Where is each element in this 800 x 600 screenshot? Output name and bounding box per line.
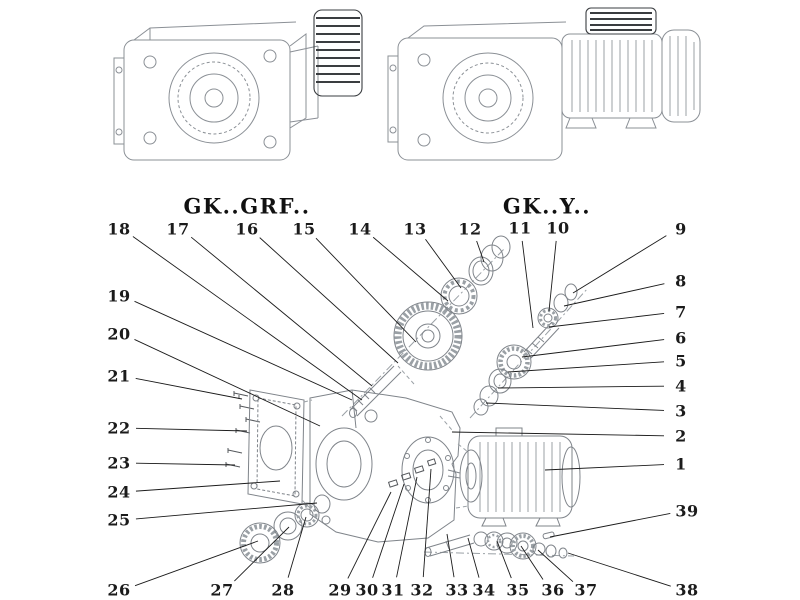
input-shaft (349, 365, 402, 418)
leader-line-39 (549, 512, 671, 538)
leader-line-32 (422, 468, 432, 578)
leader-line-31 (396, 476, 418, 578)
leader-line-18 (132, 236, 363, 401)
leader-line-7 (548, 313, 665, 328)
cover-bearing-stack (239, 494, 331, 564)
leader-line-15 (315, 237, 417, 343)
leader-line-17 (190, 236, 373, 387)
leader-line-12 (476, 240, 485, 263)
leader-line-3 (485, 402, 665, 411)
leader-line-4 (497, 385, 665, 389)
model-label-grf: GK..GRF.. (183, 193, 311, 219)
leader-line-37 (537, 549, 574, 583)
input-bearing-stack (440, 235, 511, 315)
exploded-view-drawing (225, 235, 589, 564)
gear-housing (309, 389, 461, 543)
leader-line-38 (567, 552, 671, 587)
leader-line-16 (259, 237, 399, 364)
leader-line-10 (548, 240, 557, 312)
main-gear (393, 301, 463, 371)
gearbox-grf-drawing (113, 21, 319, 161)
leader-line-33 (446, 533, 455, 578)
leader-line-26 (134, 540, 259, 587)
y-motor-rib-cover (585, 7, 657, 35)
leader-line-5 (507, 361, 665, 373)
grf-input-rib-cover (313, 9, 363, 97)
leader-line-1 (544, 464, 665, 471)
leader-line-25 (135, 502, 318, 520)
assembly-fasteners (387, 458, 437, 488)
leader-line-28 (287, 516, 307, 578)
leader-line-20 (134, 339, 321, 427)
leader-line-24 (135, 480, 281, 492)
leader-line-11 (521, 240, 534, 329)
leader-line-8 (563, 283, 665, 307)
leader-line-21 (135, 377, 243, 400)
leader-line-9 (572, 235, 667, 294)
leader-line-6 (521, 339, 665, 358)
leader-line-34 (467, 537, 480, 578)
pinion-shaft-group (473, 283, 578, 416)
output-shaft-parts (424, 531, 568, 560)
leader-line-29 (347, 491, 392, 579)
leader-line-35 (496, 540, 512, 579)
leader-line-30 (372, 483, 405, 578)
leader-line-14 (372, 236, 449, 302)
leader-line-36 (520, 545, 544, 580)
model-label-y: GK..Y.. (502, 193, 592, 219)
leader-line-27 (234, 526, 290, 582)
leader-line-2 (451, 431, 665, 437)
leader-line-13 (425, 238, 462, 289)
leader-line-19 (134, 300, 353, 401)
leader-line-23 (135, 462, 236, 466)
motor-drawing (447, 427, 581, 527)
leader-line-22 (135, 427, 248, 432)
